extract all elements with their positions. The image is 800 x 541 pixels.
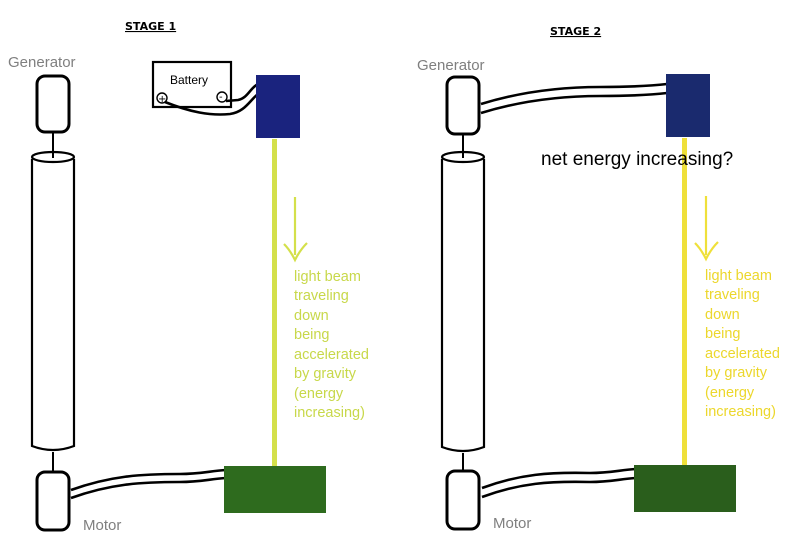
beam-text-line: (energy [294, 386, 344, 402]
beam-description: light beam traveling down being accelera… [294, 269, 369, 421]
motor-label: Motor [493, 515, 531, 532]
light-beam [272, 139, 277, 466]
beam-text-line: traveling [705, 287, 760, 303]
receiver-block [634, 465, 736, 512]
motor-label: Motor [83, 517, 121, 534]
stage-2-title: STAGE 2 [550, 25, 601, 38]
stage-1: STAGE 1 Generator Motor Battery + - [8, 20, 369, 534]
stage-2: STAGE 2 Generator Motor net energy incre… [417, 25, 780, 532]
beam-text-line: down [294, 308, 329, 324]
motor-wire-bottom [481, 476, 637, 499]
down-arrow-icon [694, 196, 719, 262]
beam-text-line: traveling [294, 288, 349, 304]
stage-1-title: STAGE 1 [125, 20, 176, 33]
battery-plus-sign: + [158, 94, 166, 105]
generator-icon [35, 74, 71, 134]
motor-wire-top [481, 467, 637, 490]
battery-icon: Battery + - [151, 60, 233, 109]
beam-text-line: being [705, 326, 740, 342]
beam-text-line: being [294, 327, 329, 343]
generator-label: Generator [8, 54, 76, 71]
generator-label: Generator [417, 57, 485, 74]
motor-wire-top [70, 468, 227, 492]
emitter-block [666, 74, 710, 137]
beam-text-line: by gravity [705, 365, 768, 381]
motor-wire-bottom [70, 476, 227, 500]
question-text: net energy increasing? [541, 149, 733, 170]
beam-text-line: light beam [294, 269, 361, 285]
beam-text-line: increasing) [294, 405, 365, 421]
generator-wire-top [480, 82, 668, 106]
battery-minus-sign: - [219, 92, 223, 103]
light-beam [682, 138, 687, 465]
beam-text-line: accelerated [294, 347, 369, 363]
beam-text-line: by gravity [294, 366, 357, 382]
generator-icon [445, 75, 481, 136]
beam-text-line: increasing) [705, 404, 776, 420]
battery-plus-terminal [156, 92, 168, 104]
cylinder-icon [30, 150, 76, 452]
emitter-block [256, 75, 300, 138]
receiver-block [224, 466, 326, 513]
battery-label: Battery [170, 73, 208, 87]
battery-minus-terminal [216, 91, 228, 103]
down-arrow-icon [283, 197, 308, 263]
beam-text-line: (energy [705, 385, 755, 401]
battery-wire-plus [164, 92, 259, 116]
beam-description: light beam traveling down being accelera… [705, 268, 780, 420]
beam-text-line: down [705, 307, 740, 323]
cylinder-icon [440, 150, 486, 453]
battery-wire-minus [225, 82, 259, 103]
beam-text-line: accelerated [705, 346, 780, 362]
motor-icon [445, 469, 481, 531]
motor-icon [35, 470, 71, 532]
generator-wire-bottom [480, 91, 668, 115]
beam-text-line: light beam [705, 268, 772, 284]
